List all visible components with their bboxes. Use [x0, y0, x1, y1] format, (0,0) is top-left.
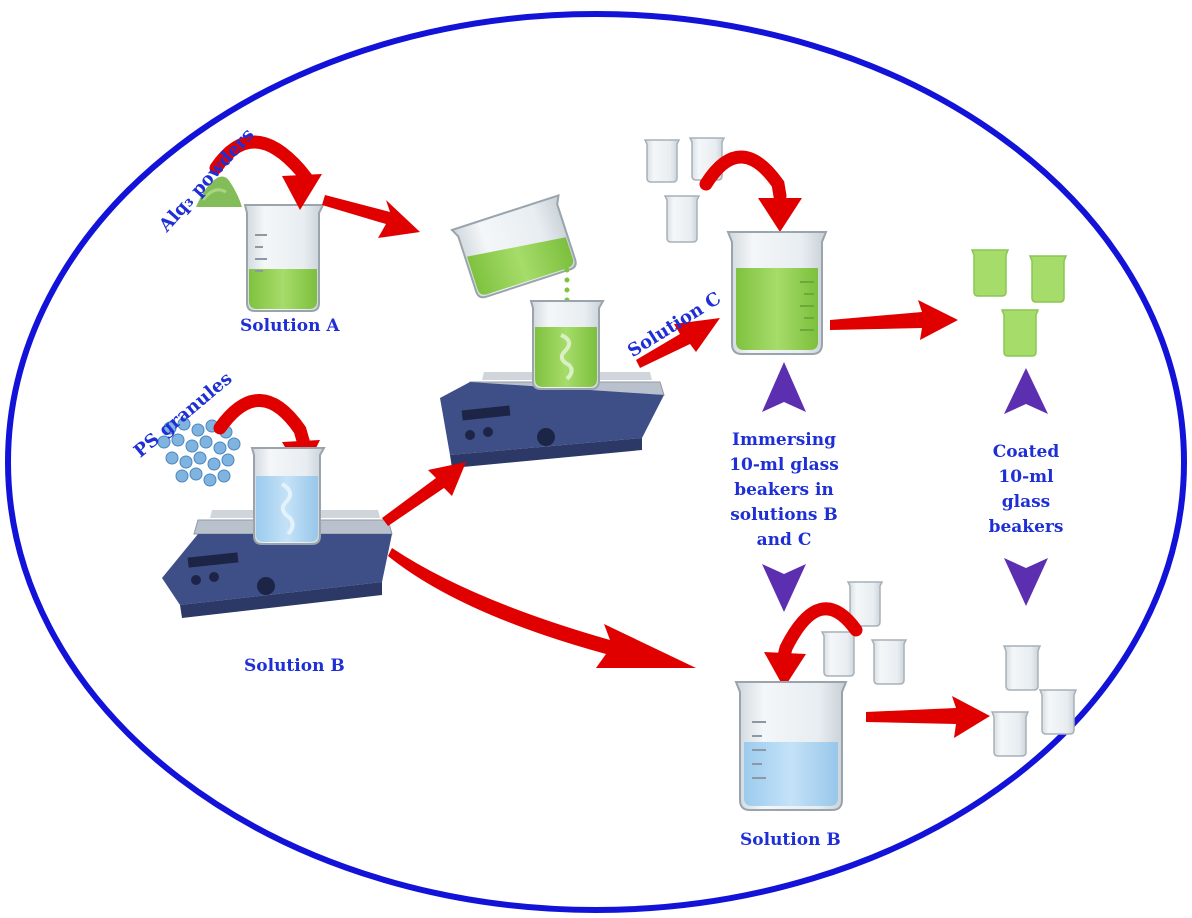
beaker-icon [990, 711, 1030, 757]
beaker-icon [663, 195, 701, 243]
beaker-icon [820, 631, 858, 677]
purple-arrow-up-icon [762, 362, 806, 412]
magnetic-stirrer-icon [162, 510, 393, 618]
magnetic-stirrer-icon [440, 372, 665, 468]
beaker-icon [734, 681, 848, 811]
straight-arrow-icon [636, 318, 720, 368]
label-coated: Coated 10-ml glass beakers [988, 442, 1064, 537]
straight-arrow-icon [382, 462, 466, 526]
straight-arrow-icon [388, 548, 696, 668]
straight-arrow-icon [866, 696, 990, 738]
beaker-icon [243, 204, 325, 312]
beaker-icon [529, 300, 605, 390]
purple-arrow-down-icon [762, 564, 806, 612]
frame-ellipse [5, 11, 1187, 913]
purple-arrow-up-icon [1004, 368, 1048, 414]
beaker-icon [643, 139, 681, 183]
label-solution-b-bottom: Solution B [740, 830, 841, 850]
curved-arrow-icon [764, 602, 863, 688]
beaker-icon [970, 249, 1010, 297]
curved-arrow-icon [699, 150, 802, 232]
beaker-icon [250, 447, 326, 545]
powder-pile-icon [196, 176, 242, 207]
label-immersing: Immersing 10-ml glass beakers in solutio… [729, 430, 839, 550]
straight-arrow-icon [830, 300, 958, 340]
beaker-icon [1002, 645, 1042, 691]
beaker-icon [726, 231, 828, 355]
label-solution-a: Solution A [240, 316, 340, 336]
beaker-icon [1000, 309, 1040, 357]
label-solution-b-left: Solution B [244, 656, 345, 676]
beaker-icon [1028, 255, 1068, 303]
straight-arrow-icon [322, 195, 420, 238]
beaker-icon [1038, 689, 1078, 735]
beaker-icon [870, 639, 908, 685]
purple-arrow-down-icon [1004, 558, 1048, 606]
beaker-icon [450, 193, 577, 299]
curved-arrow-icon [209, 135, 322, 210]
